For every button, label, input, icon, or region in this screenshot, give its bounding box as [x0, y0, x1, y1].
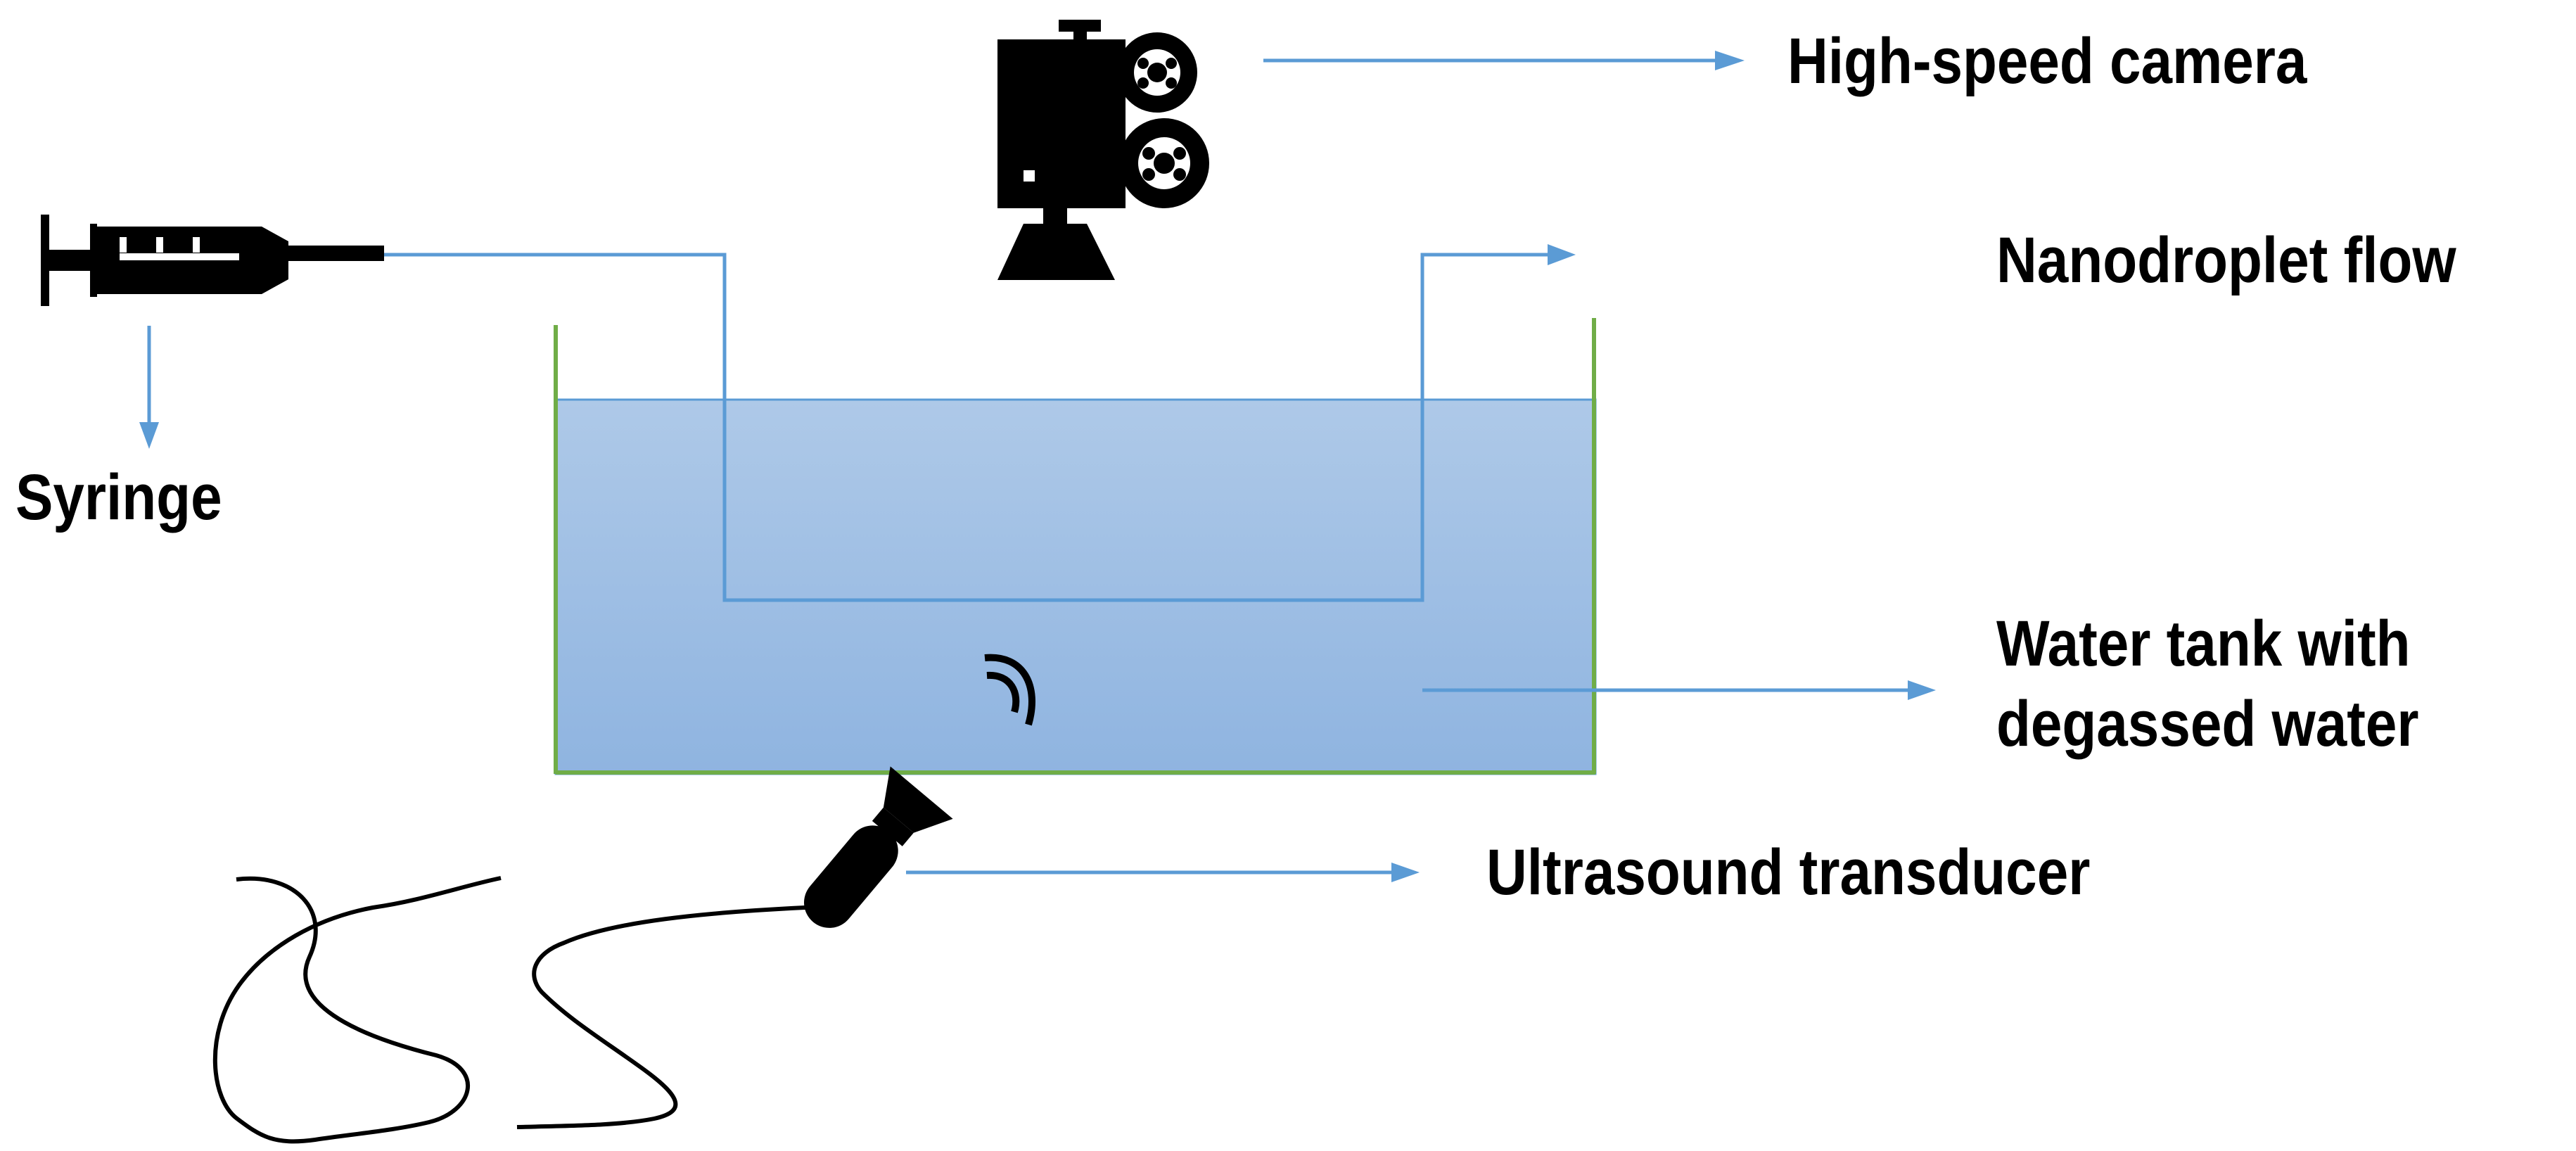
- water-body: [554, 398, 1597, 775]
- nanodroplet-tubing: [383, 253, 1548, 602]
- label-ultrasound-transducer: Ultrasound transducer: [1486, 837, 2091, 908]
- transducer-cable: [516, 905, 806, 1129]
- water-tank: [554, 318, 1597, 775]
- label-high-speed-camera: High-speed camera: [1787, 25, 2307, 97]
- label-water-tank: Water tank with degassed water: [1996, 604, 2419, 764]
- film-camera-icon: [997, 20, 1209, 280]
- flow-arrowhead: [1548, 244, 1576, 265]
- label-water-tank-line-2: degassed water: [1996, 688, 2419, 761]
- annotation-arrows: [139, 51, 1936, 882]
- label-syringe: Syringe: [15, 462, 222, 533]
- label-nanodroplet-flow: Nanodroplet flow: [1996, 224, 2456, 296]
- syringe-icon: [41, 215, 384, 306]
- ultrasound-transducer-icon: [212, 654, 1035, 1144]
- label-water-tank-line-1: Water tank with: [1996, 608, 2411, 680]
